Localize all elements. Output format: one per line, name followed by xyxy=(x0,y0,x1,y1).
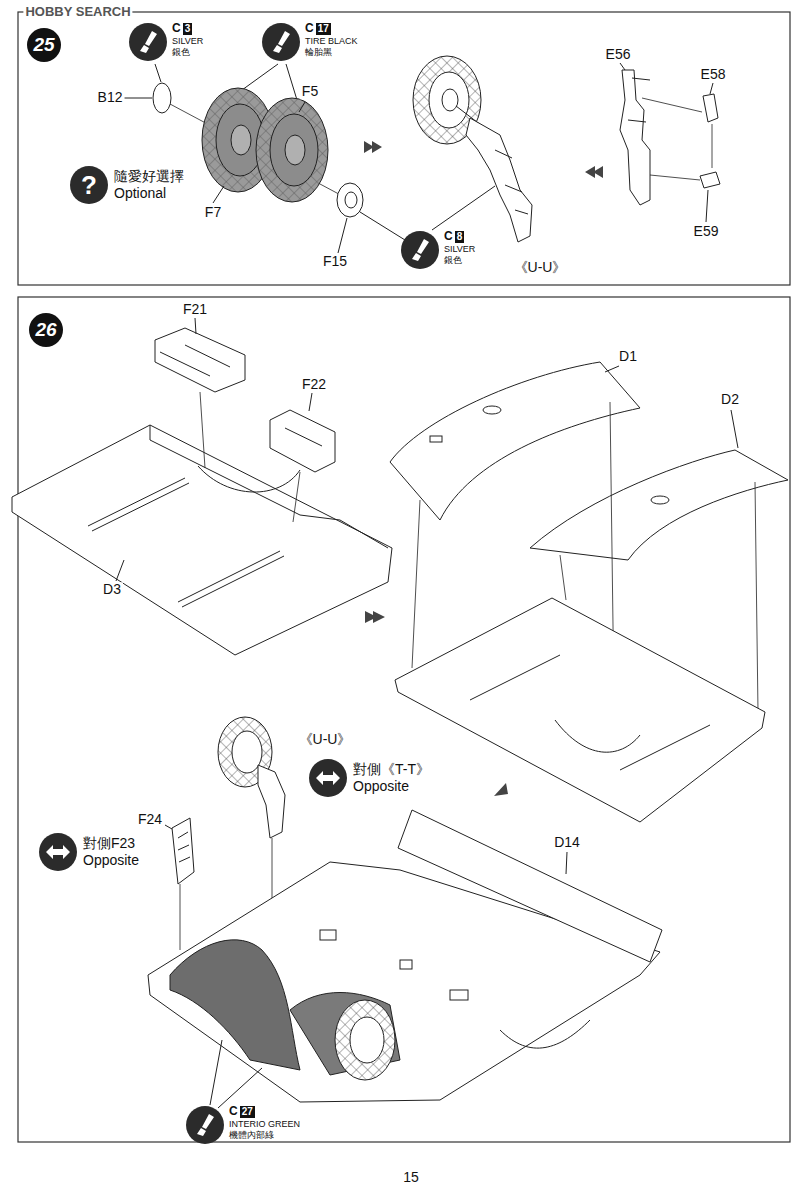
part-number: F22 xyxy=(300,377,328,392)
part-number: F5 xyxy=(300,84,320,99)
paint-name-chinese: 輪胎黑 xyxy=(305,47,358,58)
icon-disc xyxy=(262,23,300,61)
part-number: D14 xyxy=(552,835,582,850)
paint-text: C3SILVER銀色 xyxy=(172,22,203,57)
paint-text: C17TIRE BLACK輪胎黑 xyxy=(305,22,358,57)
part-number: F24 xyxy=(136,812,164,827)
paint-callout: C8SILVER銀色 xyxy=(400,230,478,272)
paint-number: 8 xyxy=(455,231,465,243)
note-english: Optional xyxy=(114,185,184,202)
part-number: F7 xyxy=(203,205,223,220)
paint-callout: C27INTERIO GREEN機體內部綠 xyxy=(185,1105,303,1147)
page-number: 15 xyxy=(401,1170,421,1185)
question-mark: ? xyxy=(70,166,108,204)
paint-icon xyxy=(185,1105,225,1145)
brush-glyph xyxy=(273,31,290,53)
paint-number: 3 xyxy=(183,23,193,35)
optional-callout: ?隨愛好選擇Optional xyxy=(70,166,186,208)
paint-text: C27INTERIO GREEN機體內部綠 xyxy=(229,1105,300,1140)
brush-glyph xyxy=(197,1114,214,1136)
paint-code: C17 xyxy=(305,22,358,36)
paint-name: SILVER xyxy=(172,36,203,47)
double-arrow xyxy=(316,771,340,785)
note-chinese: 隨愛好選擇 xyxy=(114,168,184,185)
paint-letter: C xyxy=(229,1104,238,1118)
part-number: D3 xyxy=(101,582,123,597)
brush-glyph xyxy=(412,239,429,261)
note-chinese: 對側《T-T》 xyxy=(353,761,430,778)
part-number: D1 xyxy=(617,349,639,364)
icon-disc xyxy=(129,23,167,61)
icon-disc xyxy=(401,231,439,269)
icon-disc xyxy=(186,1106,224,1144)
opposite-callout: 對側《T-T》Opposite xyxy=(308,758,432,800)
paint-code: C3 xyxy=(172,22,203,36)
part-number: F21 xyxy=(181,302,209,317)
paint-code: C27 xyxy=(229,1105,300,1119)
opposite-icon xyxy=(38,832,78,872)
step-number: 25 xyxy=(27,28,61,62)
paint-callout: C3SILVER銀色 xyxy=(128,22,206,64)
note-english: Opposite xyxy=(353,778,430,795)
paint-name: TIRE BLACK xyxy=(305,36,358,47)
paint-letter: C xyxy=(444,229,453,243)
part-number: B12 xyxy=(96,90,125,105)
paint-letter: C xyxy=(305,21,314,35)
part-number: D2 xyxy=(719,392,741,407)
opposite-text: 對側《T-T》Opposite xyxy=(353,758,430,795)
step-number-text: 25 xyxy=(33,34,54,56)
step-number-text: 26 xyxy=(35,319,56,341)
opposite-text: 對側F23Opposite xyxy=(83,832,139,869)
brush-glyph xyxy=(140,31,157,53)
subassembly-label: 《U-U》 xyxy=(512,260,569,275)
watermark: HOBBY SEARCH xyxy=(23,5,132,19)
paint-callout: C17TIRE BLACK輪胎黑 xyxy=(261,22,360,64)
note-english: Opposite xyxy=(83,852,139,869)
paint-name: INTERIO GREEN xyxy=(229,1119,300,1130)
paint-icon xyxy=(128,22,168,62)
part-number: E58 xyxy=(699,67,728,82)
optional-text: 隨愛好選擇Optional xyxy=(114,166,184,202)
icon-disc xyxy=(39,833,77,871)
paint-name-chinese: 銀色 xyxy=(172,47,203,58)
paint-number: 27 xyxy=(240,1106,255,1118)
paint-name: SILVER xyxy=(444,244,475,255)
paint-letter: C xyxy=(172,21,181,35)
subassembly-label: 《U-U》 xyxy=(297,732,354,747)
paint-text: C8SILVER銀色 xyxy=(444,230,475,265)
paint-icon xyxy=(400,230,440,270)
part-number: E59 xyxy=(692,224,721,239)
step-number: 26 xyxy=(29,313,63,347)
part-number: E56 xyxy=(604,47,633,62)
paint-name-chinese: 銀色 xyxy=(444,255,475,266)
part-number: F15 xyxy=(321,254,349,269)
paint-name-chinese: 機體內部綠 xyxy=(229,1130,300,1141)
opposite-icon xyxy=(308,758,348,798)
icon-disc xyxy=(309,759,347,797)
note-chinese: 對側F23 xyxy=(83,835,139,852)
paint-number: 17 xyxy=(316,23,331,35)
opposite-callout: 對側F23Opposite xyxy=(38,832,142,874)
paint-icon xyxy=(261,22,301,62)
double-arrow xyxy=(46,845,70,859)
paint-code: C8 xyxy=(444,230,475,244)
